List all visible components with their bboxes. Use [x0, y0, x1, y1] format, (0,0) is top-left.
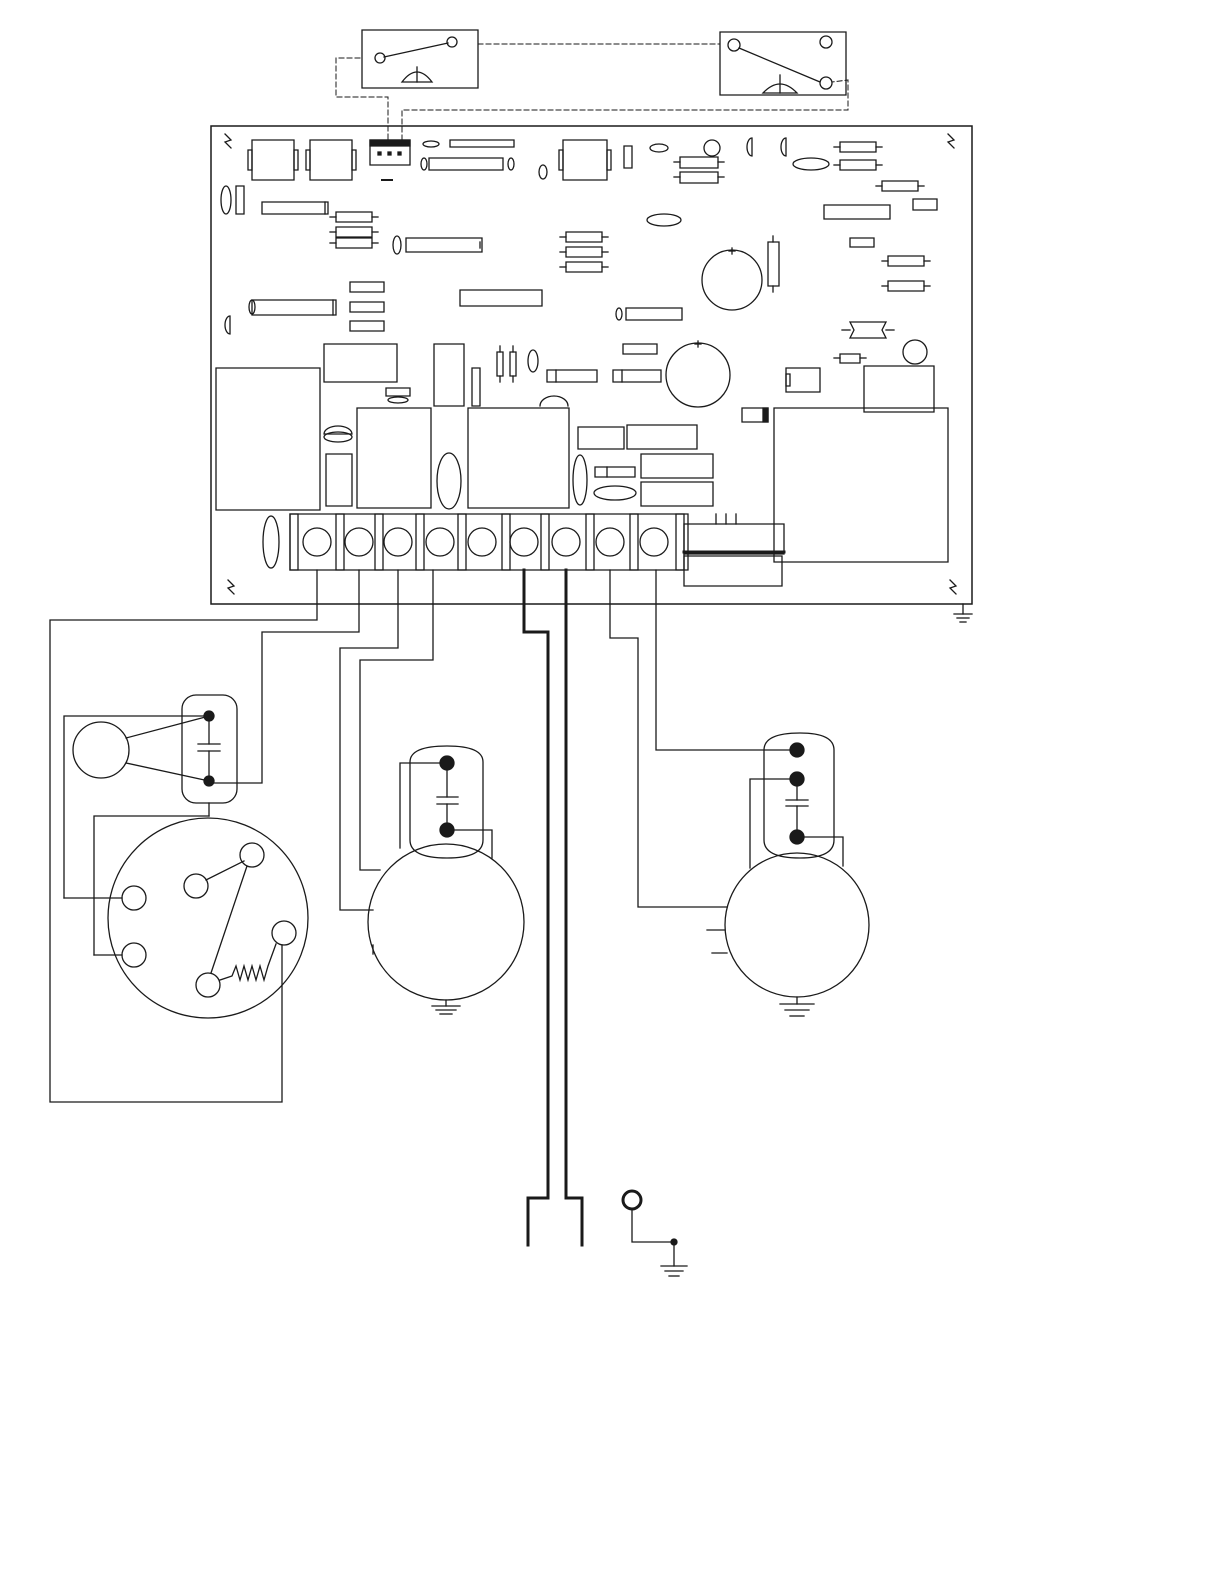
terminal-3: [384, 528, 412, 556]
control-board: [211, 126, 972, 604]
wire-terminal-1: [50, 570, 317, 1102]
wire-left-cap: [64, 716, 209, 898]
relay-1: [357, 408, 431, 508]
ground-terminal-icon: [623, 1191, 687, 1276]
board-corner-mark: [228, 580, 234, 594]
left-capacitor-assembly: [182, 695, 237, 816]
board-corner-mark: [950, 580, 956, 594]
wire-power-line-1: [524, 570, 548, 1245]
relay-2: [468, 408, 569, 508]
terminal-7: [552, 528, 580, 556]
switch-connector: [370, 140, 410, 180]
capacitor-electrolytic-2: [666, 341, 730, 407]
board-corner-mark: [225, 134, 231, 148]
center-motor: [368, 746, 524, 1014]
capacitor-electrolytic-1: [702, 248, 762, 310]
terminal-9: [640, 528, 668, 556]
wire-terminal-3: [340, 570, 398, 910]
limit-switch-left: [362, 30, 478, 88]
fuse: [842, 322, 894, 338]
right-motor: [707, 733, 869, 1016]
board-ground-icon: [954, 604, 972, 622]
limit-switch-right: [720, 32, 846, 95]
start-switch: [64, 818, 308, 1018]
terminal-2: [345, 528, 373, 556]
relay-block-right: [774, 408, 948, 562]
relay-top-1: [248, 140, 298, 180]
wire-terminal-4: [360, 570, 433, 870]
terminal-8: [596, 528, 624, 556]
wire-terminal-9: [656, 570, 797, 750]
wire-terminal-2: [209, 570, 359, 783]
transformer: [216, 368, 320, 510]
left-small-motor: [73, 716, 209, 781]
wire-left-switch: [94, 816, 209, 955]
board-corner-mark: [948, 134, 954, 148]
terminal-6: [510, 528, 538, 556]
relay-top-3: [559, 140, 611, 180]
terminal-block: [290, 514, 688, 570]
terminal-1: [303, 528, 331, 556]
wire-terminal-8: [610, 570, 727, 907]
terminal-5: [468, 528, 496, 556]
terminal-4: [426, 528, 454, 556]
wire-power-line-2: [566, 570, 582, 1245]
relay-top-2: [306, 140, 356, 180]
